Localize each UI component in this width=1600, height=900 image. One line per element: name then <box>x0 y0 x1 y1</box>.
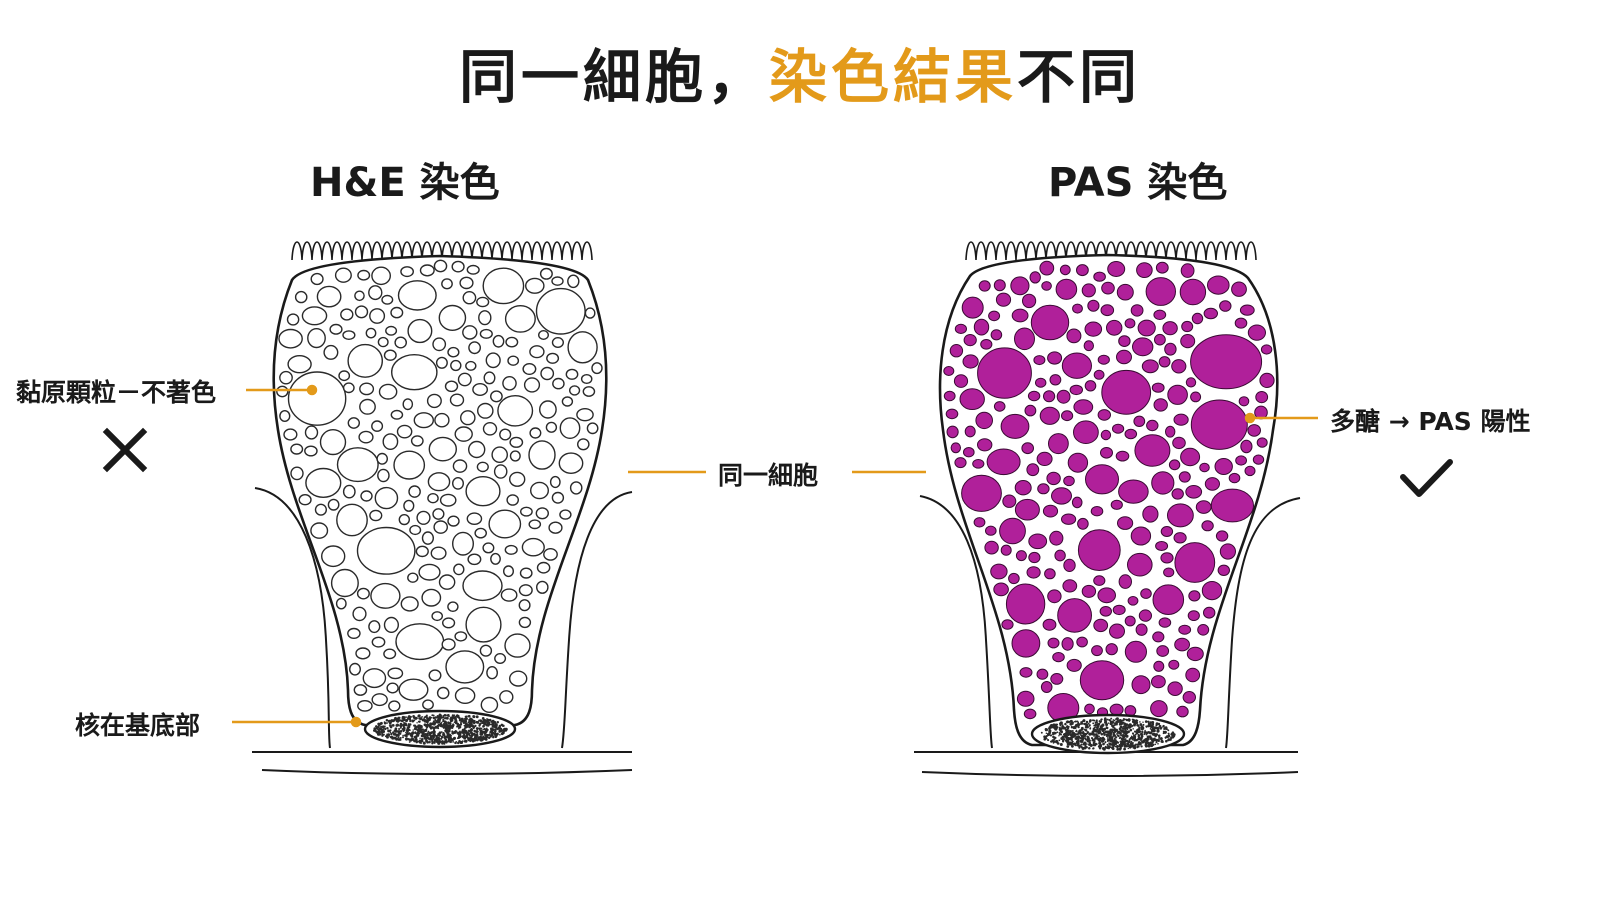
check-mark-icon <box>1400 459 1453 497</box>
he-neighbor-cells <box>252 487 633 775</box>
pas-goblet-cell <box>914 241 1301 777</box>
title-highlight: 染色結果 <box>768 43 1017 111</box>
pas-leader-dot <box>1244 412 1256 424</box>
he-goblet-cell <box>252 241 633 775</box>
granule-leader-dot <box>306 384 318 396</box>
he-nucleus <box>363 709 517 749</box>
pas-mucin-granules <box>943 260 1275 723</box>
pas-nucleus <box>1030 713 1186 755</box>
he-mucin-granules <box>276 259 603 714</box>
same-cell-label: 同一細胞 <box>718 461 819 490</box>
pas-panel-title: PAS 染色 <box>1048 160 1228 206</box>
pas-positive-label: 多醣 → PAS 陽性 <box>1330 407 1531 436</box>
he-panel-title: H&E 染色 <box>310 160 500 206</box>
pas-microvilli <box>965 241 1257 261</box>
granule-label: 黏原顆粒－不著色 <box>16 378 217 407</box>
title-part-1: 同一細胞， <box>458 43 769 111</box>
cross-mark-icon <box>102 427 148 473</box>
page-title: 同一細胞，染色結果不同 <box>0 30 1600 114</box>
leader-lines <box>232 384 1318 728</box>
title-part-2: 不同 <box>1017 43 1142 111</box>
nucleus-leader-dot <box>350 716 362 728</box>
nucleus-label: 核在基底部 <box>75 711 201 740</box>
